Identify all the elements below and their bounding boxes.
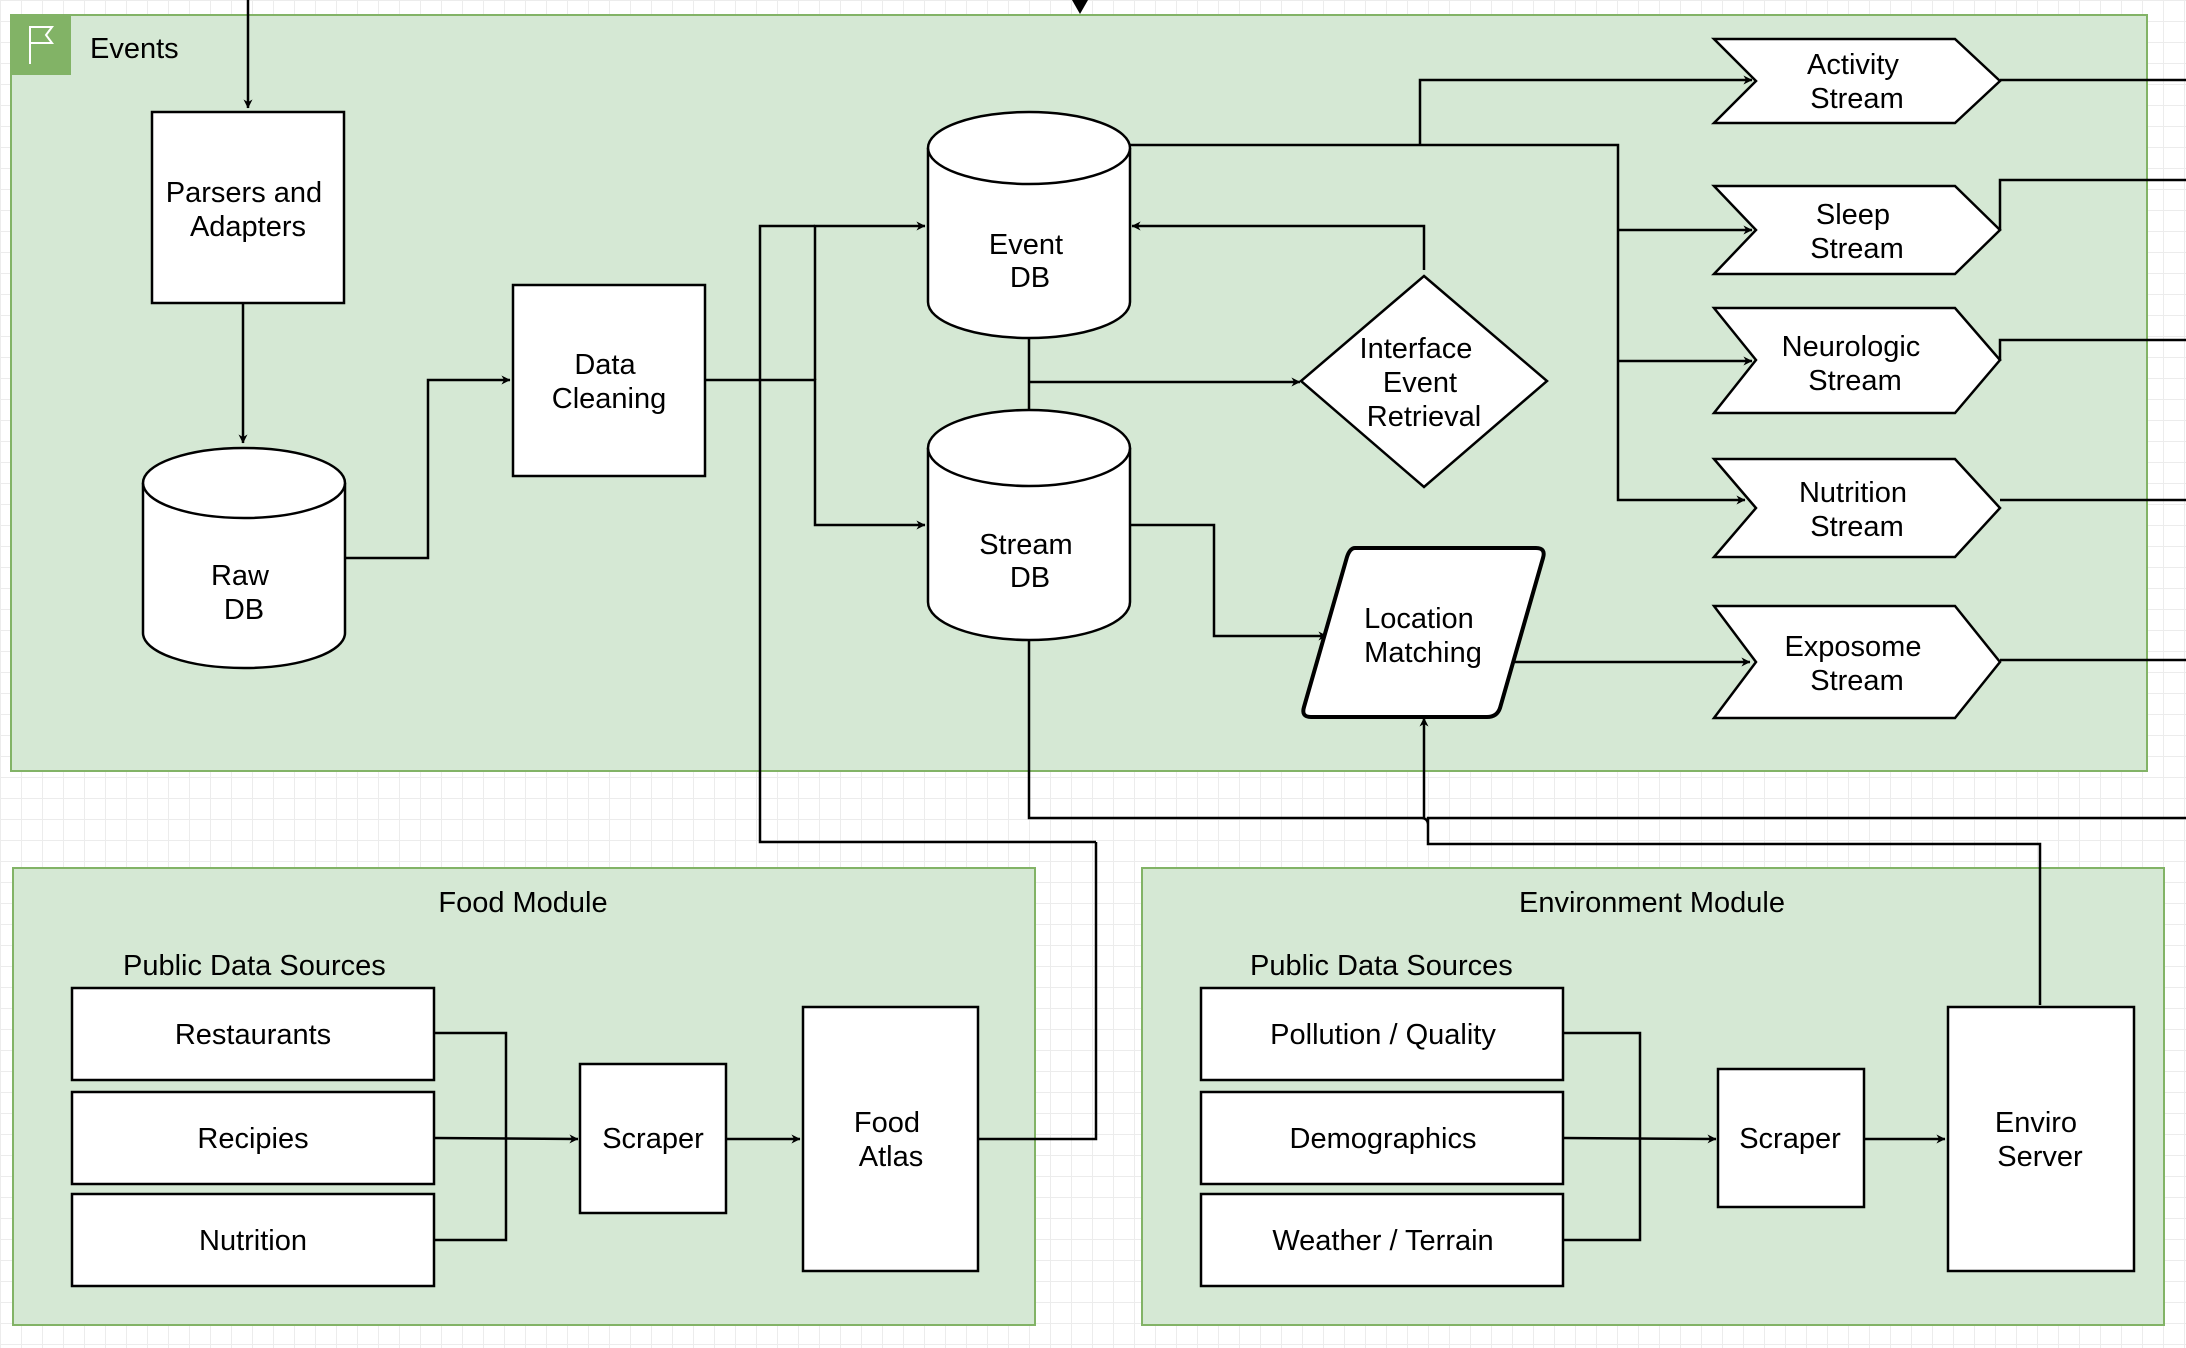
exposome-stream-node[interactable]: Exposome Stream	[1711, 604, 2002, 720]
env-scraper-label: Scraper	[1739, 1123, 1841, 1155]
activity-stream-node[interactable]: Activity Stream	[1710, 37, 2002, 125]
activity-stream-label: Activity Stream	[1807, 49, 1907, 115]
food-module-title: Food Module	[438, 887, 607, 919]
recipies-node[interactable]: Recipies	[70, 1090, 436, 1186]
food-public-sources-label: Public Data Sources	[123, 950, 386, 982]
enviro-server-label: Enviro Server	[1995, 1107, 2085, 1173]
edge-sleep-out	[1998, 178, 2186, 230]
raw-db-node[interactable]: Raw DB	[141, 446, 347, 670]
edge-food-sources-to-scraper	[433, 1134, 579, 1144]
nutrition-stream-node[interactable]: Nutrition Stream	[1711, 457, 2002, 559]
data-cleaning-node[interactable]: Data Cleaning	[511, 283, 707, 478]
pollution-quality-label: Pollution / Quality	[1270, 1019, 1496, 1051]
weather-terrain-label: Weather / Terrain	[1272, 1225, 1493, 1257]
food-atlas-label: Food Atlas	[854, 1107, 928, 1173]
data-cleaning-label: Data Cleaning	[552, 349, 666, 415]
demographics-node[interactable]: Demographics	[1199, 1090, 1565, 1186]
edge-food-sources-merge	[434, 1031, 508, 1242]
event-db-node[interactable]: Event DB	[926, 110, 1132, 340]
interface-event-retrieval-node[interactable]: Interface Event Retrieval	[1299, 274, 1549, 489]
neurologic-stream-node[interactable]: Neurologic Stream	[1711, 306, 2002, 415]
enviro-server-node[interactable]: Enviro Server	[1946, 1005, 2136, 1273]
restaurants-node[interactable]: Restaurants	[70, 986, 436, 1082]
restaurants-label: Restaurants	[175, 1019, 331, 1051]
nutrition-stream-label: Nutrition Stream	[1799, 477, 1915, 543]
stream-db-node[interactable]: Stream DB	[926, 408, 1132, 642]
neurologic-stream-label: Neurologic Stream	[1782, 331, 1929, 397]
pollution-quality-node[interactable]: Pollution / Quality	[1199, 986, 1565, 1082]
edge-env-sources-merge	[1563, 1031, 1642, 1242]
edge-eventdb-to-nutrition	[1128, 143, 1746, 505]
weather-terrain-node[interactable]: Weather / Terrain	[1199, 1192, 1565, 1288]
env-public-sources-label: Public Data Sources	[1250, 950, 1513, 982]
location-matching-node[interactable]: Location Matching	[1301, 546, 1546, 719]
edge-streamdb-out-right	[1027, 640, 2186, 825]
location-matching-label: Location Matching	[1364, 603, 1482, 669]
edge-interface-to-eventdb	[1131, 221, 1426, 270]
edge-enviro-to-location-path	[1426, 824, 2042, 1005]
stream-db-label: Stream DB	[979, 529, 1081, 594]
events-group-title: Events	[90, 33, 179, 65]
env-scraper-node[interactable]: Scraper	[1716, 1067, 1866, 1209]
edge-top-arrowhead	[1072, 0, 1088, 14]
edge-rawdb-to-cleaning	[344, 375, 511, 560]
edge-streamdb-to-location	[1128, 523, 1328, 641]
food-scraper-node[interactable]: Scraper	[578, 1062, 728, 1215]
edge-foodatlas-out	[978, 842, 1098, 1141]
flag-icon-box	[11, 15, 71, 75]
edge-foodatlas-to-eventdb-path	[758, 224, 1096, 844]
nutrition-source-node[interactable]: Nutrition	[70, 1192, 436, 1288]
edges	[238, 0, 2186, 1242]
edge-eventdb-to-activity	[1418, 75, 1753, 145]
exposome-stream-label: Exposome Stream	[1784, 631, 1929, 697]
parsers-adapters-label: Parsers and Adapters	[166, 177, 330, 243]
sleep-stream-label: Sleep Stream	[1810, 199, 1903, 265]
demographics-label: Demographics	[1290, 1123, 1477, 1155]
flag-icon	[29, 26, 54, 64]
edge-env-sources-to-scraper	[1562, 1134, 1717, 1144]
recipies-label: Recipies	[197, 1123, 308, 1155]
interface-event-retrieval-label: Interface Event Retrieval	[1360, 333, 1482, 433]
raw-db-label: Raw DB	[211, 560, 277, 626]
parsers-adapters-node[interactable]: Parsers and Adapters	[150, 110, 346, 305]
event-db-label: Event DB	[989, 229, 1071, 294]
environment-module-title: Environment Module	[1519, 887, 1785, 919]
food-atlas-node[interactable]: Food Atlas	[801, 1005, 980, 1273]
food-scraper-label: Scraper	[602, 1123, 704, 1155]
nutrition-source-label: Nutrition	[199, 1225, 307, 1257]
sleep-stream-node[interactable]: Sleep Stream	[1711, 184, 2002, 276]
edge-neurologic-out	[1998, 338, 2186, 361]
